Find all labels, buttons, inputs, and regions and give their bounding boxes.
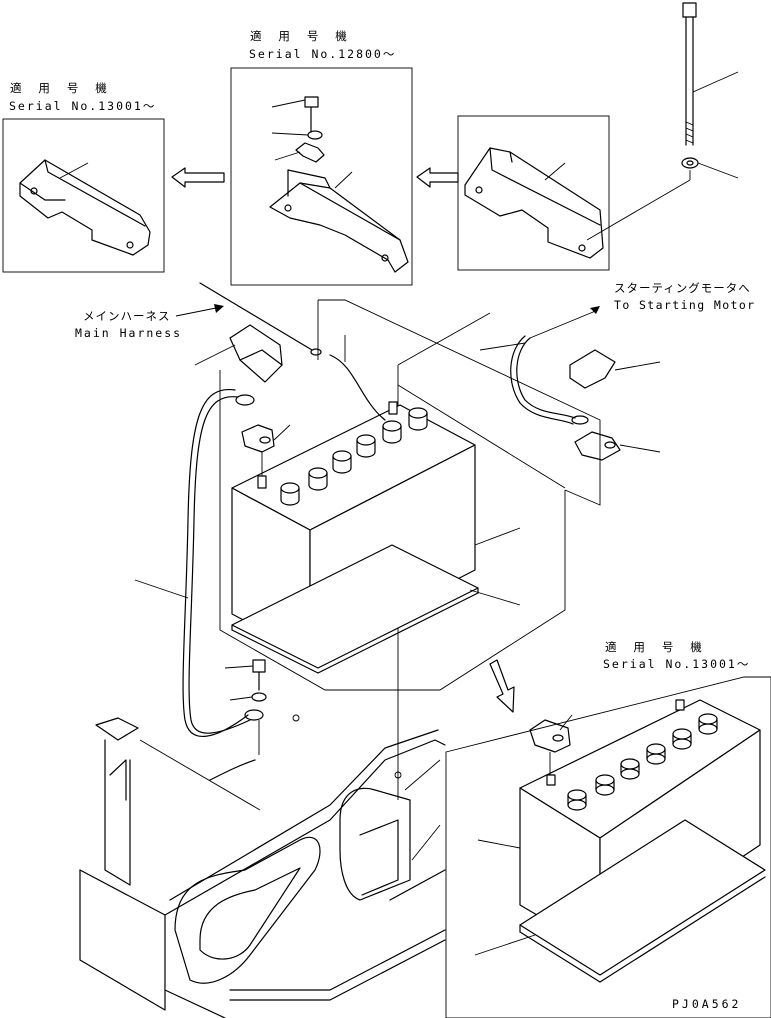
- inset-top-center-serial-label: Serial No.12800～: [249, 47, 397, 61]
- bracket-part: [19, 159, 151, 256]
- clamp-part: [274, 142, 325, 163]
- terminal-clamp-part: [574, 431, 661, 461]
- washer-part: [271, 130, 323, 140]
- inset-box-top-center: [230, 67, 413, 286]
- bolt-part: [271, 96, 319, 133]
- battery-mat-part: [474, 819, 766, 983]
- chassis-frame: [79, 714, 446, 1018]
- inset-bottom-right-jp-label: 適 用 号 機: [605, 640, 707, 654]
- arrow-down-right-icon: [489, 659, 515, 713]
- inset-bottom-right-serial-label: Serial No.13001～: [603, 657, 751, 671]
- terminal-clamp-part: [241, 424, 291, 476]
- inset-box-bottom-right: [445, 676, 771, 1018]
- inset-top-center-jp-label: 適 用 号 機: [250, 29, 352, 43]
- inset-top-left-jp-label: 適 用 号 機: [10, 81, 112, 95]
- inset-box-top-right: [457, 115, 610, 271]
- washer-part: [229, 692, 267, 702]
- ground-cable-part: [134, 388, 264, 737]
- hold-down-bolt-part: [586, 2, 739, 241]
- bolt-part: [224, 659, 266, 691]
- starting-motor-cable-part: [479, 306, 600, 425]
- main-harness-jp-label: メインハーネス: [83, 309, 171, 323]
- lead-wire-part: [329, 335, 386, 421]
- starting-motor-jp-label: スターティングモータへ: [614, 281, 751, 295]
- arrow-left-icon: [171, 167, 225, 188]
- drawing-code-label: PJ0A562: [672, 997, 742, 1011]
- arrow-left-icon: [416, 167, 459, 188]
- bracket-part: [464, 147, 604, 259]
- starting-motor-en-label: To Starting Motor: [614, 298, 756, 312]
- battery-mat-part: [231, 544, 521, 674]
- bracket-part: [269, 169, 409, 273]
- terminal-cover-part: [569, 349, 661, 389]
- main-harness-en-label: Main Harness: [75, 326, 183, 340]
- main-harness-wire: [175, 282, 322, 356]
- inset-box-top-left: [2, 118, 165, 273]
- inset-top-left-serial-label: Serial No.13001～: [9, 99, 157, 113]
- terminal-cover-part: [194, 324, 283, 383]
